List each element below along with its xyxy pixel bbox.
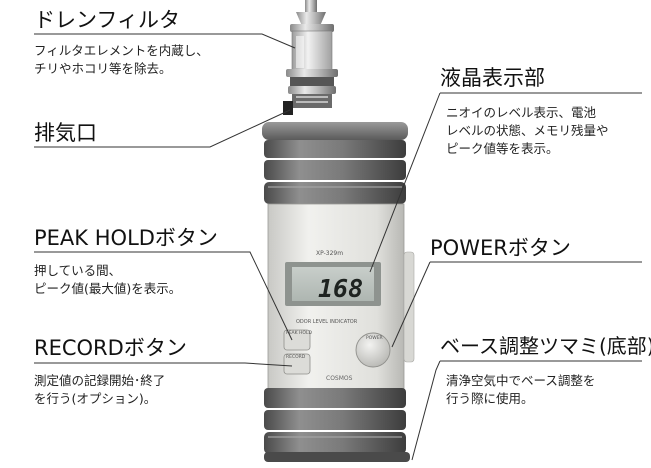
record-title: RECORDボタン — [34, 336, 187, 360]
leader-record — [34, 362, 293, 367]
lcd-display — [292, 267, 374, 301]
exhaust-port — [283, 101, 293, 115]
leader-exhaust — [34, 109, 291, 148]
inlet-nozzle — [305, 0, 317, 12]
peak-hold-title: PEAK HOLDボタン — [34, 226, 218, 250]
peak-hold-desc: 押している間、 ピーク値(最大値)を表示。 — [34, 263, 182, 296]
power-key-label: POWER — [366, 335, 383, 341]
display-title: 液晶表示部 — [440, 66, 545, 90]
drain-filter-desc: フィルタエレメントを内蔵し、 チリやホコリ等を除去。 — [34, 43, 209, 76]
power-title: POWERボタン — [430, 236, 571, 260]
peak-hold-key[interactable] — [283, 329, 311, 351]
base-adjust-title: ベース調整ツマミ(底部) — [440, 334, 651, 358]
brand-label: COSMOS — [326, 375, 353, 382]
bottom-bumper — [264, 388, 406, 408]
drain-filter-title: ドレンフィルタ — [34, 8, 180, 32]
leader-display — [369, 92, 441, 273]
nozzle-cone — [296, 12, 326, 26]
base-adjust-desc: 清浄空気中でベース調整を 行う際に使用。 — [446, 373, 596, 406]
peak-key-label: PEAK HOLD — [286, 330, 312, 336]
leader-lines — [34, 33, 642, 461]
leader-peak-hold — [34, 251, 293, 341]
top-bumper — [262, 122, 408, 140]
record-key[interactable] — [283, 353, 311, 375]
record-key-label: RECORD — [286, 354, 306, 360]
record-desc: 測定値の記録開始･終了 を行う(オプション)。 — [34, 373, 166, 406]
panel-caption: ODOR LEVEL INDICATOR — [296, 319, 358, 325]
leader-power — [391, 261, 431, 348]
leader-drain-filter — [34, 33, 296, 49]
filter-ring — [286, 69, 338, 77]
model-label: XP-329m — [316, 250, 343, 257]
leader-base-adjust — [411, 360, 441, 461]
lcd-reading: 168 — [318, 274, 363, 303]
power-button[interactable] — [355, 332, 391, 368]
exhaust-title: 排気口 — [34, 121, 97, 145]
display-desc: ニオイのレベル表示、電池 レベルの状態、メモリ残量や ピーク値等を表示。 — [446, 105, 609, 156]
